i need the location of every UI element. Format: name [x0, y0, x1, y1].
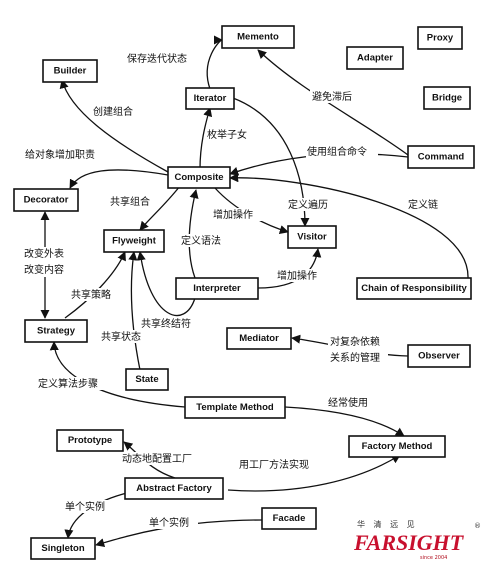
label-share-strategy: 共享策略 — [71, 288, 111, 301]
label-dynamic-factory: 动态地配置工厂 — [122, 452, 192, 465]
edge-command-composite — [229, 153, 409, 176]
svg-text:Prototype: Prototype — [68, 435, 112, 446]
label-single-instance-2: 单个实例 — [149, 516, 189, 529]
label-define-chain: 定义链 — [408, 198, 438, 211]
node-chain-of-responsibility: Chain of Responsibility — [356, 277, 472, 300]
node-observer: Observer — [407, 344, 471, 368]
label-save-iter-state: 保存迭代状态 — [127, 52, 187, 65]
logo-registered-mark: ® — [474, 522, 481, 530]
edge-composite-iterator — [199, 107, 213, 170]
label-add-duties: 给对象增加职责 — [25, 148, 95, 161]
logo-cn-text: 华 清 远 见 — [357, 519, 418, 529]
svg-text:Command: Command — [418, 152, 465, 163]
label-share-terminal: 共享终结符 — [141, 317, 191, 330]
label-define-grammar: 定义语法 — [181, 234, 221, 247]
logo-sub-text: since 2004 — [420, 555, 447, 561]
label-complex-deps-2: 关系的管理 — [330, 351, 380, 364]
node-strategy: Strategy — [24, 319, 88, 343]
svg-text:Factory Method: Factory Method — [362, 441, 433, 452]
edge-abstract-factorymethod — [227, 454, 401, 492]
nodes: Memento Adapter Proxy Builder Iterator B… — [13, 25, 475, 560]
label-share-state: 共享状态 — [101, 330, 141, 343]
svg-text:Template Method: Template Method — [196, 402, 274, 413]
node-adapter: Adapter — [346, 46, 404, 70]
node-abstract-factory: Abstract Factory — [124, 477, 224, 500]
svg-text:Composite: Composite — [174, 172, 223, 183]
edge-command-memento — [257, 49, 409, 156]
farsight-logo: 华 清 远 见 FARSIGHT ® since 2004 — [350, 519, 481, 561]
node-command: Command — [407, 145, 475, 169]
svg-text:Adapter: Adapter — [357, 53, 393, 64]
edge-labels: 保存迭代状态 避免滞后 创建组合 枚举子女 给对象增加职责 使用组合命令 共享组… — [22, 52, 444, 529]
node-proxy: Proxy — [417, 26, 463, 50]
label-change-guts: 改变内容 — [24, 263, 64, 276]
svg-text:Singleton: Singleton — [41, 543, 84, 554]
node-decorator: Decorator — [13, 188, 79, 212]
svg-text:Abstract Factory: Abstract Factory — [136, 483, 212, 494]
node-singleton: Singleton — [30, 537, 96, 560]
svg-text:State: State — [135, 374, 158, 385]
svg-text:Builder: Builder — [54, 66, 87, 77]
svg-text:Mediator: Mediator — [239, 333, 279, 344]
label-define-algo-steps: 定义算法步骤 — [38, 377, 98, 390]
node-template-method: Template Method — [184, 396, 286, 419]
edge-composite-flyweight — [139, 185, 181, 231]
node-interpreter: Interpreter — [175, 277, 259, 300]
edge-composite-decorator — [69, 169, 169, 189]
node-flyweight: Flyweight — [103, 229, 165, 253]
label-add-operation-1: 增加操作 — [213, 208, 253, 221]
label-complex-deps-1: 对复杂依赖 — [330, 335, 380, 348]
svg-text:Facade: Facade — [273, 513, 306, 524]
edge-template-factorymethod — [284, 406, 405, 437]
svg-text:Proxy: Proxy — [427, 33, 454, 44]
node-memento: Memento — [221, 25, 295, 49]
svg-text:Flyweight: Flyweight — [112, 236, 157, 247]
svg-text:Visitor: Visitor — [297, 232, 327, 243]
svg-text:Iterator: Iterator — [194, 93, 227, 104]
node-facade: Facade — [261, 507, 317, 530]
node-bridge: Bridge — [423, 86, 471, 110]
svg-text:Memento: Memento — [237, 32, 279, 43]
node-visitor: Visitor — [287, 225, 337, 249]
label-define-traversal: 定义遍历 — [288, 198, 328, 211]
label-often-use: 经常使用 — [328, 396, 368, 409]
node-state: State — [125, 368, 169, 391]
node-factory-method: Factory Method — [348, 435, 446, 458]
svg-text:Observer: Observer — [418, 351, 460, 362]
edge-composite-builder — [59, 79, 169, 173]
node-mediator: Mediator — [226, 327, 292, 350]
label-use-composite-cmd: 使用组合命令 — [307, 145, 367, 158]
label-add-operation-2: 增加操作 — [277, 269, 317, 282]
logo-main-text: FARSIGHT — [353, 530, 465, 555]
svg-text:Interpreter: Interpreter — [193, 283, 241, 294]
label-enumerate-children: 枚举子女 — [207, 128, 247, 141]
svg-text:Bridge: Bridge — [432, 93, 462, 104]
edge-strategy-flyweight — [64, 251, 126, 319]
svg-text:Strategy: Strategy — [37, 326, 76, 337]
edge-iterator-memento — [206, 35, 223, 90]
node-builder: Builder — [42, 59, 98, 83]
edge-interpreter-composite — [188, 189, 199, 279]
label-impl-with-fm: 用工厂方法实现 — [239, 458, 309, 471]
node-iterator: Iterator — [185, 87, 235, 110]
node-composite: Composite — [167, 166, 231, 189]
edge-chain-composite — [229, 173, 469, 279]
edge-state-flyweight — [128, 251, 141, 371]
label-change-skin: 改变外表 — [24, 247, 64, 260]
label-share-composite: 共享组合 — [110, 195, 150, 208]
svg-text:Decorator: Decorator — [24, 195, 69, 206]
svg-text:Chain of Responsibility: Chain of Responsibility — [361, 283, 467, 294]
label-avoid-lag: 避免滞后 — [312, 90, 352, 103]
label-single-instance-1: 单个实例 — [65, 500, 105, 513]
label-create-composite: 创建组合 — [93, 105, 133, 118]
node-prototype: Prototype — [56, 429, 124, 452]
edge-interpreter-flyweight — [136, 251, 196, 317]
edge-interpreter-visitor — [257, 248, 322, 289]
